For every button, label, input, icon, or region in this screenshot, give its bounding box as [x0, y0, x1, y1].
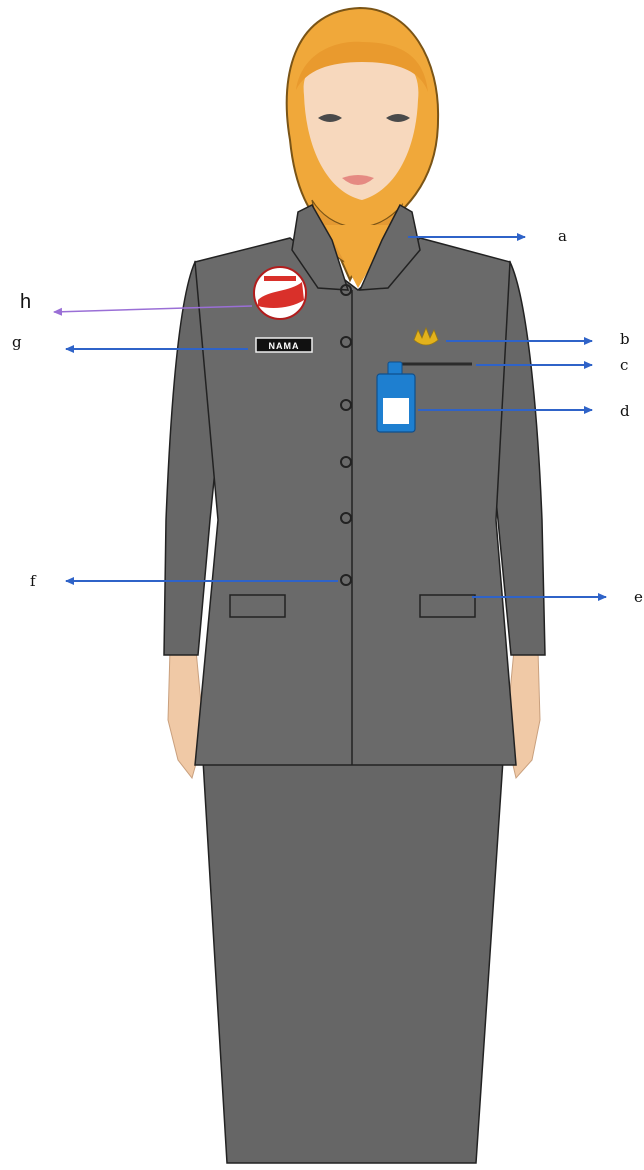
- label-g: g: [12, 333, 22, 351]
- label-d: d: [620, 402, 630, 420]
- name-tag-text: NAMA: [269, 341, 300, 351]
- label-b: b: [620, 330, 630, 348]
- right-pocket: [420, 595, 475, 617]
- label-c: c: [620, 356, 628, 374]
- emblem-icon: [414, 328, 438, 345]
- label-f: f: [30, 572, 37, 590]
- left-pocket: [230, 595, 285, 617]
- label-a: a: [558, 227, 567, 245]
- name-tag: NAMA: [256, 338, 312, 352]
- label-e: e: [634, 588, 643, 606]
- skirt: [203, 760, 503, 1163]
- label-h: h: [20, 291, 31, 313]
- jacket-body: [195, 238, 516, 765]
- round-badge: [254, 267, 306, 319]
